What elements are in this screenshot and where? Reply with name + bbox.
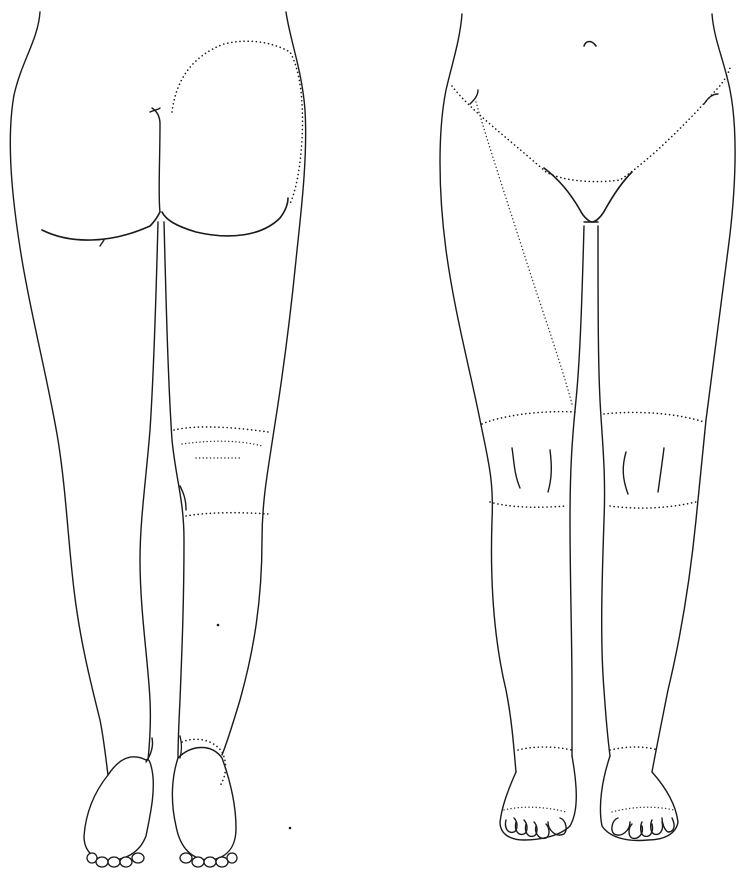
anterior-navel [584, 42, 596, 47]
posterior-knee-mid [182, 441, 262, 446]
posterior-right-leg-inner [164, 222, 184, 758]
posterior-calf-dot [217, 624, 220, 627]
posterior-left-gluteal-fold [42, 212, 160, 240]
posterior-right-toes [180, 853, 237, 867]
anterior-right-leg-inner [598, 226, 610, 756]
anterior-right-knee-lower [610, 502, 696, 508]
posterior-right-gluteal-fold [162, 198, 288, 236]
anterior-right-patella-line-1 [623, 452, 628, 494]
posterior-left-toes [87, 853, 144, 867]
anterior-left-leg-inner [570, 226, 584, 756]
posterior-knee-lower [186, 513, 268, 516]
anterior-left-toe-line [504, 807, 566, 812]
posterior-gluteal-region [172, 41, 303, 204]
anterior-right-ankle [610, 747, 658, 750]
posterior-right-foot [172, 748, 236, 861]
anterior-left-foot [500, 756, 576, 840]
posterior-left-foot [84, 757, 153, 860]
anterior-left-patella-line-1 [512, 448, 520, 488]
posterior-stray-dot [289, 827, 292, 830]
anterior-left-knee-lower [490, 502, 566, 507]
posterior-left-leg-outer [10, 12, 108, 775]
posterior-right-leg-outer [222, 12, 306, 755]
anterior-left-patella-line-2 [548, 450, 551, 492]
posterior-natal-cleft [152, 108, 160, 212]
anterior-left-iliac-mark [470, 90, 478, 104]
anterior-view [440, 14, 735, 840]
posterior-view [10, 12, 305, 867]
posterior-right-ankle-dotted [182, 739, 226, 786]
anterior-left-toes [505, 818, 566, 838]
anterior-inguinal-dotted [452, 68, 730, 182]
anterior-right-toe-line [612, 807, 674, 812]
anterior-left-knee-upper [482, 412, 576, 424]
anterior-right-patella-line-2 [658, 448, 664, 492]
anterior-right-knee-upper [604, 412, 704, 422]
anterior-right-toes [612, 818, 674, 838]
anterior-right-leg-outer [652, 14, 735, 772]
anterior-left-leg-outer [440, 14, 516, 772]
posterior-knee-upper [174, 427, 268, 432]
anterior-left-ankle [518, 747, 572, 750]
posterior-right-heel-line [180, 736, 182, 758]
posterior-left-leg-inner [140, 222, 158, 760]
posterior-skin-mark [100, 240, 104, 246]
anterior-femoral-line [476, 102, 572, 404]
